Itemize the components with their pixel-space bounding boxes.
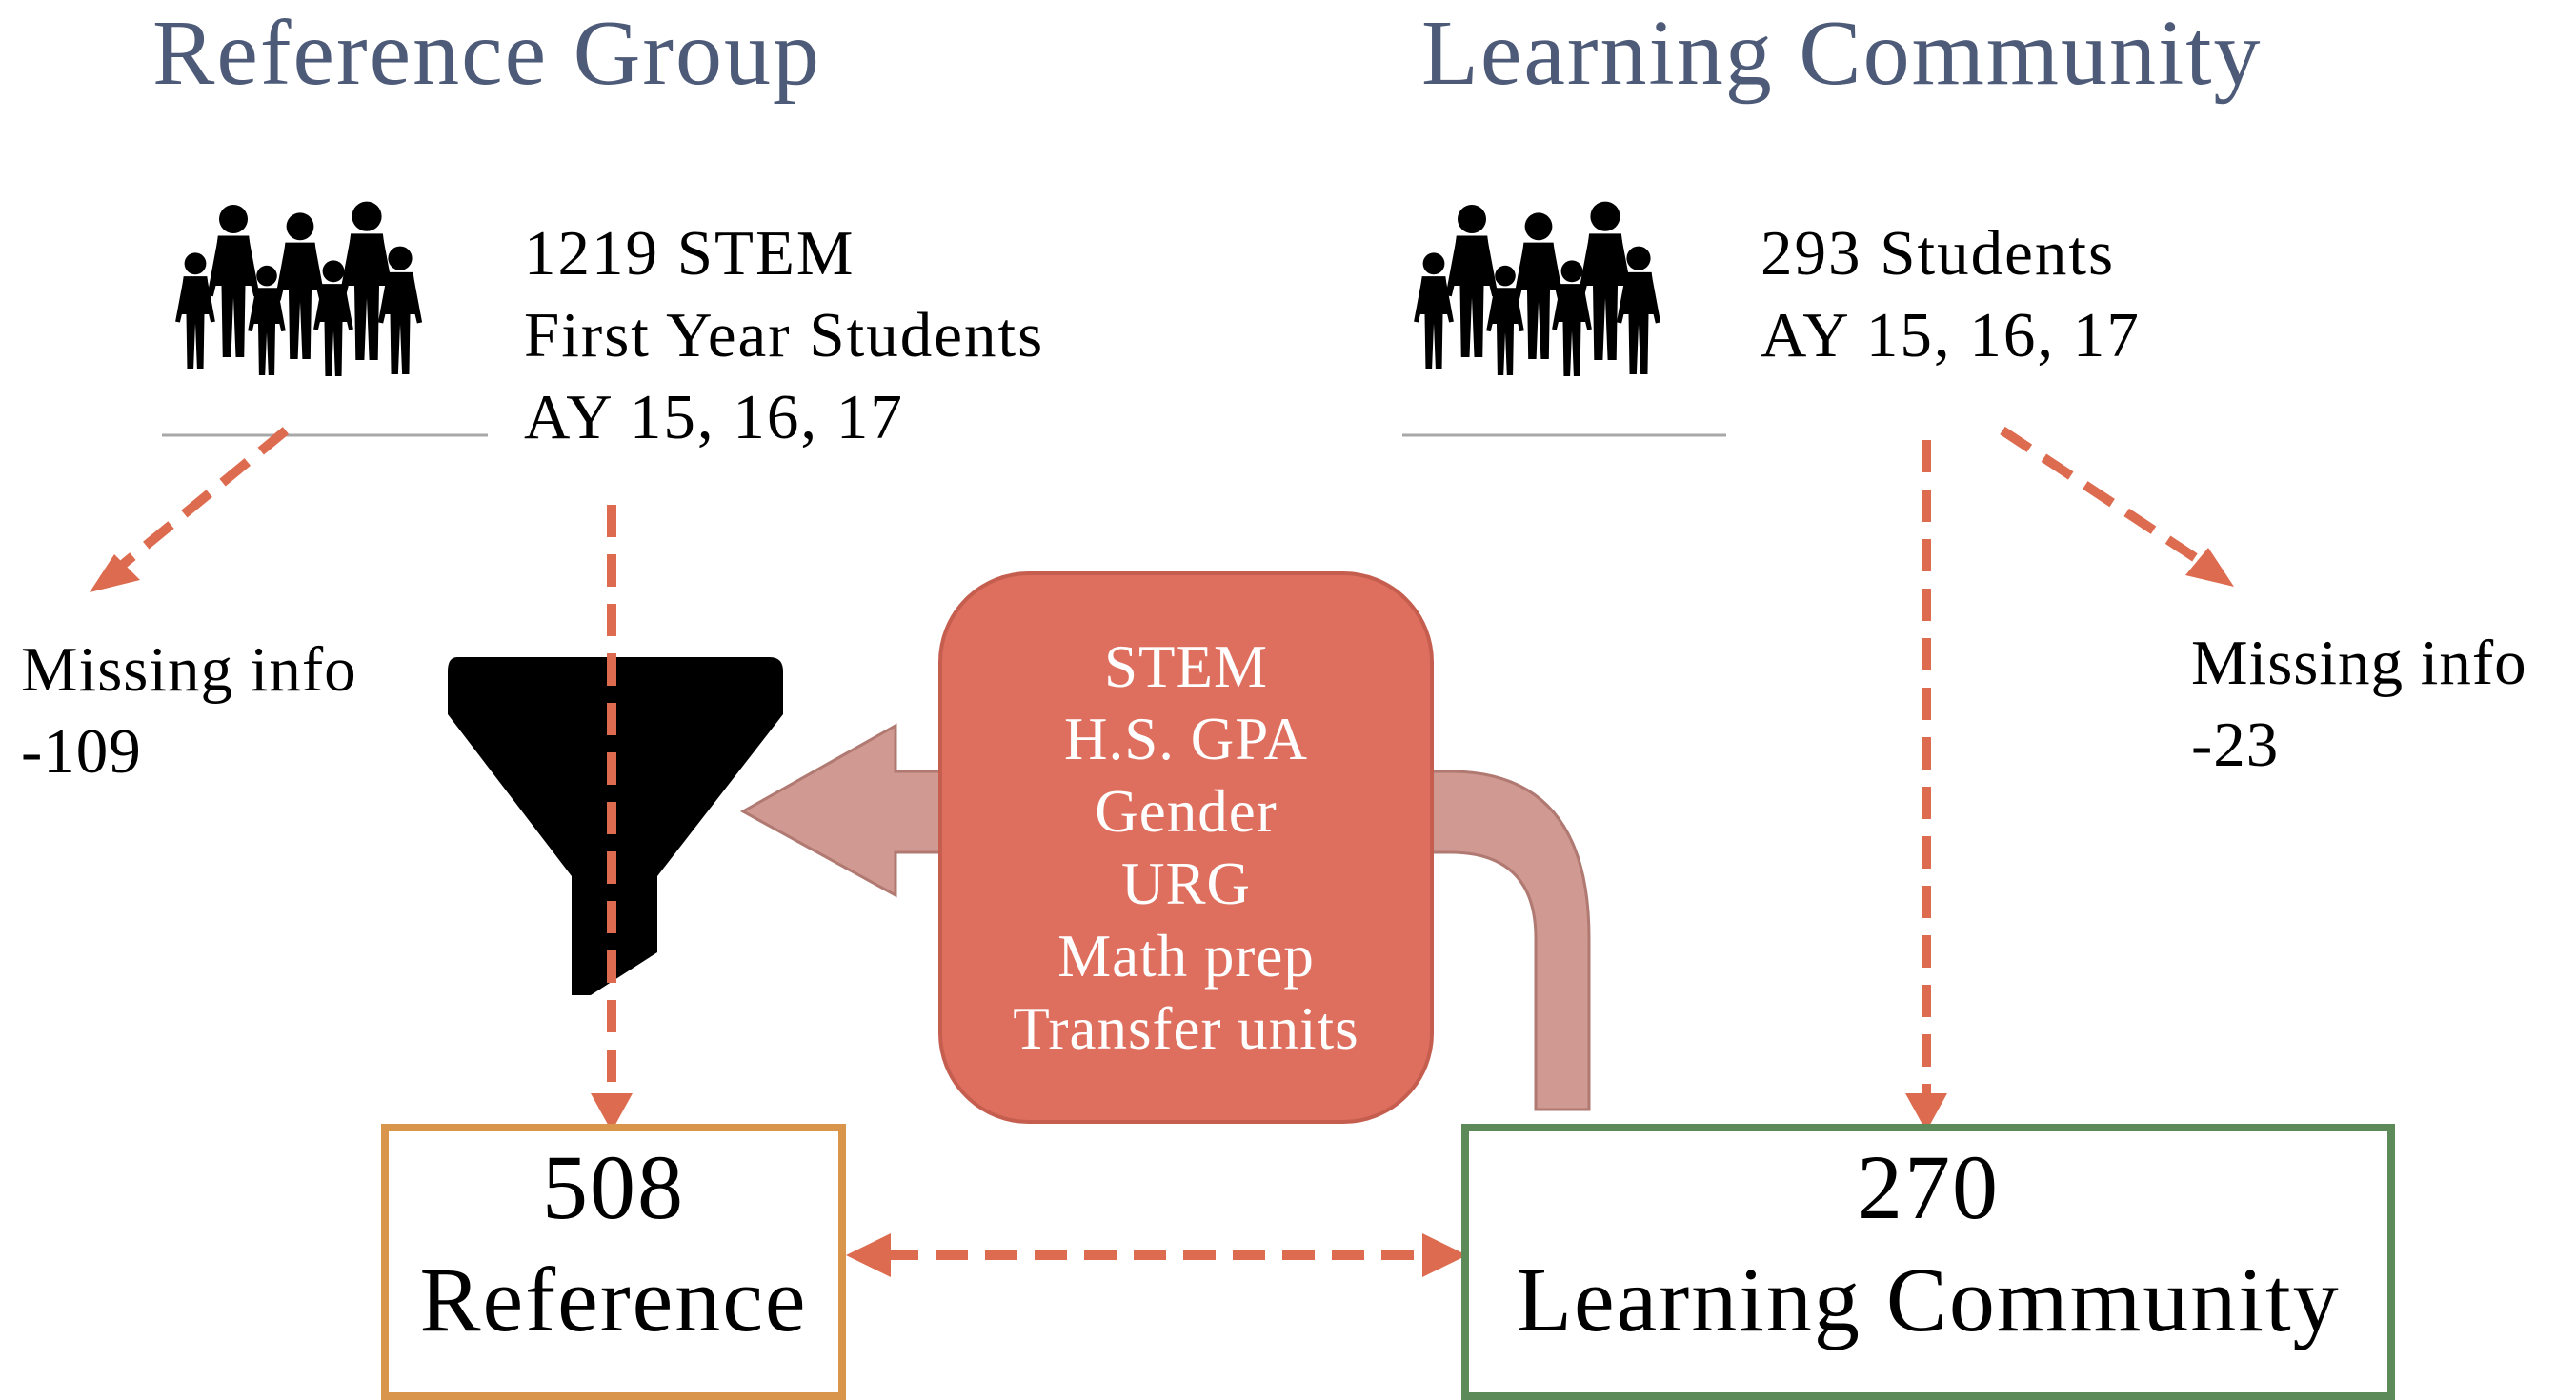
reference-info-line: First Year Students — [524, 300, 1045, 370]
criteria-item: STEM — [1103, 633, 1269, 700]
learning-info: 293 Students AY 15, 16, 17 — [1761, 212, 2141, 376]
people-group-icon — [1414, 202, 1660, 376]
learning-info-line: AY 15, 16, 17 — [1761, 300, 2141, 370]
learning-community-label: Learning Community — [1516, 1249, 2341, 1350]
reference-group-header: Reference Group — [152, 2, 822, 105]
learning-community-header: Learning Community — [1421, 2, 2263, 105]
missing-info-left: Missing info -109 — [21, 629, 357, 792]
reference-info: 1219 STEM First Year Students AY 15, 16,… — [524, 212, 1044, 458]
matching-criteria-box: STEM H.S. GPA Gender URG Math prep Trans… — [938, 571, 1434, 1124]
missing-info-label: Missing info — [2191, 628, 2527, 698]
learning-info-line: 293 Students — [1761, 218, 2116, 289]
reference-box: 508 Reference — [381, 1124, 846, 1400]
reference-info-line: 1219 STEM — [524, 218, 855, 289]
missing-info-label: Missing info — [21, 634, 357, 705]
arrow-missing-right — [2000, 426, 2213, 572]
reference-label: Reference — [419, 1249, 808, 1350]
missing-info-count: -23 — [2191, 710, 2280, 780]
reference-count: 508 — [542, 1136, 685, 1238]
arrow-missing-left — [111, 427, 290, 575]
missing-info-count: -109 — [21, 716, 142, 787]
criteria-item: Math prep — [1057, 923, 1315, 990]
reference-info-line: AY 15, 16, 17 — [524, 382, 904, 452]
missing-info-right: Missing info -23 — [2191, 622, 2527, 786]
criteria-item: Transfer units — [1013, 995, 1359, 1062]
criteria-item: Gender — [1095, 778, 1278, 845]
learning-community-box: 270 Learning Community — [1461, 1124, 2395, 1400]
learning-community-count: 270 — [1857, 1136, 2000, 1238]
criteria-item: H.S. GPA — [1063, 706, 1309, 772]
criteria-item: URG — [1120, 850, 1251, 917]
people-group-icon — [175, 202, 422, 376]
